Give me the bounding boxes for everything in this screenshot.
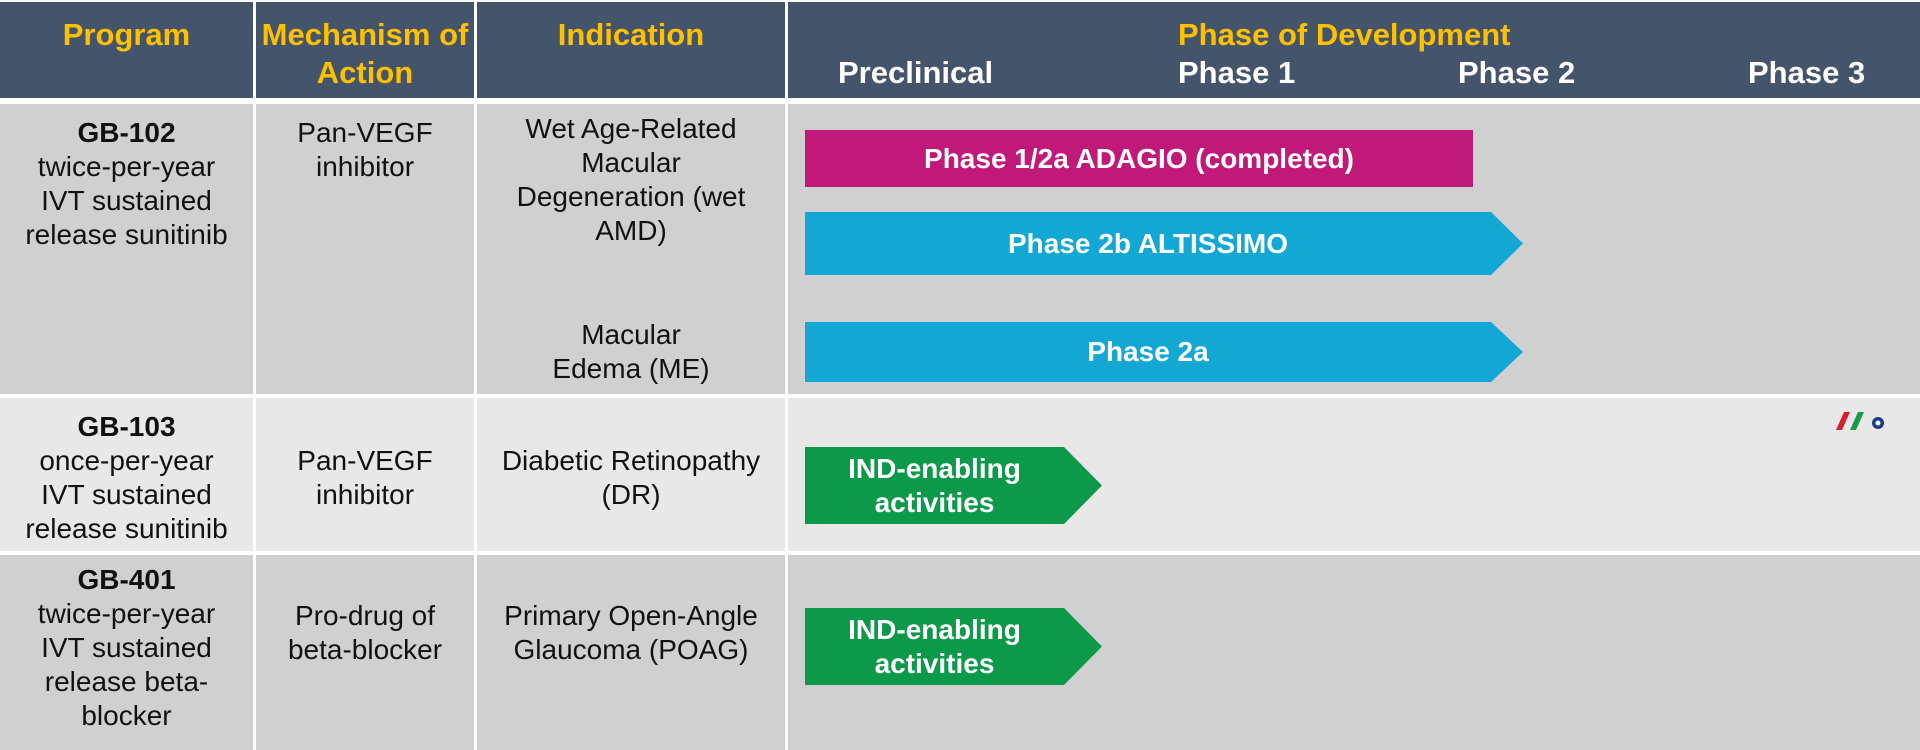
header-mechanism: Mechanism of Action — [256, 2, 474, 98]
row-3-program: GB-401 twice-per-year IVT sustained rele… — [0, 555, 253, 750]
header-program-label: Program — [62, 17, 191, 52]
bar-label: Phase 2b ALTISSIMO — [1007, 227, 1289, 259]
bar-ind-enabling-gb401: IND-enabling activities — [805, 608, 1102, 685]
phase-label-phase-3: Phase 3 — [1748, 55, 1866, 90]
mechanism-text: Pro-drug of beta-blocker — [287, 600, 443, 665]
indication-text: Primary Open-Angle Glaucoma (POAG) — [504, 600, 758, 665]
mechanism-text: Pan-VEGF inhibitor — [297, 445, 433, 510]
bar-phase-1-2a-adagio: Phase 1/2a ADAGIO (completed) — [805, 130, 1473, 187]
row-1-indication: Wet Age-Related Macular Degeneration (we… — [477, 104, 785, 394]
header-phase-title: Phase of Development — [1178, 17, 1511, 52]
row-1-program: GB-102 twice-per-year IVT sustained rele… — [0, 104, 253, 394]
row-2-indication: Diabetic Retinopathy (DR) — [477, 398, 785, 551]
row-3-mechanism: Pro-drug of beta-blocker — [256, 555, 474, 750]
phase-label-phase-1: Phase 1 — [1178, 55, 1296, 90]
phase-label-phase-2: Phase 2 — [1458, 55, 1576, 90]
indication-text: Macular Edema (ME) — [552, 319, 710, 384]
bar-ind-enabling-gb103: IND-enabling activities — [805, 447, 1102, 524]
row-2-program: GB-103 once-per-year IVT sustained relea… — [0, 398, 253, 551]
indication-text: Wet Age-Related Macular Degeneration (we… — [516, 113, 746, 246]
bar-phase-2a: Phase 2a — [805, 322, 1523, 382]
mechanism-text: Pan-VEGF inhibitor — [297, 117, 433, 182]
program-name: GB-102 — [77, 117, 176, 148]
header-mechanism-label: Mechanism of Action — [261, 17, 469, 90]
bar-phase-2b-altissimo: Phase 2b ALTISSIMO — [805, 212, 1523, 275]
company-logo-icon — [1834, 408, 1886, 432]
header-indication-label: Indication — [557, 17, 705, 52]
bar-label: Phase 1/2a ADAGIO (completed) — [924, 142, 1354, 174]
program-description: twice-per-year IVT sustained release bet… — [37, 598, 216, 731]
program-name: GB-401 — [77, 564, 176, 595]
row-2-mechanism: Pan-VEGF inhibitor — [256, 398, 474, 551]
program-name: GB-103 — [77, 411, 176, 442]
header-phase: Phase of Development Preclinical Phase 1… — [788, 2, 1920, 98]
row-1-mechanism: Pan-VEGF inhibitor — [256, 104, 474, 394]
company-logo-icon-svg — [1836, 412, 1884, 430]
bar-label: Phase 2a — [1087, 336, 1209, 367]
program-description: once-per-year IVT sustained release suni… — [25, 445, 228, 544]
indication-text: Diabetic Retinopathy (DR) — [501, 445, 761, 510]
header-indication: Indication — [477, 2, 785, 98]
bar-label: IND-enabling activities — [848, 452, 1021, 518]
bar-label: IND-enabling activities — [848, 613, 1021, 679]
program-description: twice-per-year IVT sustained release sun… — [25, 151, 228, 250]
header-program: Program — [0, 2, 253, 98]
row-3-indication: Primary Open-Angle Glaucoma (POAG) — [477, 555, 785, 750]
phase-label-preclinical: Preclinical — [838, 55, 994, 90]
